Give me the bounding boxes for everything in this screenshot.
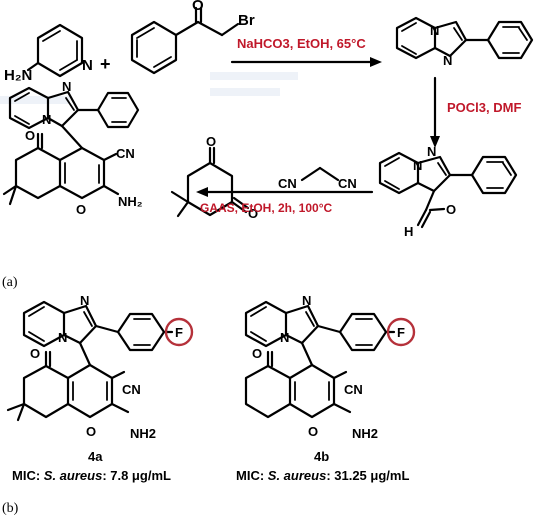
pyridine-n-label: N [82,57,93,74]
formyl-o-label: O [446,202,456,217]
pa-o-label: O [76,202,86,217]
c4a-ketone-label: O [30,346,40,361]
c4a-f-highlight [164,317,194,347]
pa-nh2-label: NH₂ [118,194,143,209]
aminopyridine-structure: H₂N N [4,23,93,84]
c4b-o-label: O [308,424,318,439]
c4a-o-label: O [86,424,96,439]
compound-4a-mic: MIC: S. aureus: 7.8 μg/mL [12,468,171,483]
plus-sign: + [100,54,111,74]
c4b-n1-label: N [302,293,311,308]
c4b-cn-label: CN [344,382,363,397]
imine-n-label-2: N [427,144,436,159]
compound-4b-mic: MIC: S. aureus: 31.25 μg/mL [236,468,409,483]
nitrile2-label: CN [338,176,357,191]
imine-n-label: N [443,53,452,68]
aldehyde-product: O H N N [378,144,518,239]
c4b-nh2-label: NH2 [352,426,378,441]
c4a-n1-label: N [80,293,89,308]
compound-4a-structure: N N F CN NH2 O O [6,293,194,441]
dimedone-o2-label: O [248,206,258,221]
c4a-nh2-label: NH2 [130,426,156,441]
pa-n2-label: N [42,112,51,127]
imidazopyridine-product: N N [395,16,534,68]
nitrile1-label: CN [278,176,297,191]
c4b-f-highlight [386,317,416,347]
dimedone-o1-label: O [206,134,216,149]
faded-artifact [0,72,298,104]
c4a-f-label: F [175,325,183,340]
pa-cn-label: CN [116,146,135,161]
c4a-n2-label: N [58,330,67,345]
reaction-arrow-1: NaHCO3, EtOH, 65°C [230,36,382,67]
formyl-h-label: H [404,224,413,239]
ketone-o-label: O [192,0,204,14]
reaction-arrow-3: GAAS, EtOH, 2h, 100°C [196,187,374,215]
reagent-step2: POCl3, DMF [447,100,521,115]
compound-4b-structure: N N F CN NH2 O O [244,293,416,441]
panel-b-label: (b) [2,501,19,516]
dimedone-structure: O O [170,134,258,221]
bromo-label: Br [238,12,255,29]
c4b-ketone-label: O [252,346,262,361]
c4a-cn-label: CN [122,382,141,397]
c4b-n2-label: N [280,330,289,345]
panel-a-label: (a) [2,275,18,290]
pyran-product-a: N N CN NH₂ O O [2,79,143,217]
pa-n1-label: N [62,79,71,94]
compound-4b-label: 4b [314,449,329,464]
bromoacetophenone-structure: O Br [130,0,255,75]
amine-label: H₂N [4,67,32,84]
c4b-f-label: F [397,325,405,340]
compound-4a-label: 4a [88,449,103,464]
pa-ketone-label: O [25,128,35,143]
reagent-step1: NaHCO3, EtOH, 65°C [237,36,366,51]
bridge-n-label-2: N [413,158,422,173]
reaction-arrow-2: POCl3, DMF [430,76,521,148]
reagent-step3: GAAS, EtOH, 2h, 100°C [200,201,332,215]
bridge-n-label: N [430,23,439,38]
malononitrile-structure: CN CN [278,166,357,191]
